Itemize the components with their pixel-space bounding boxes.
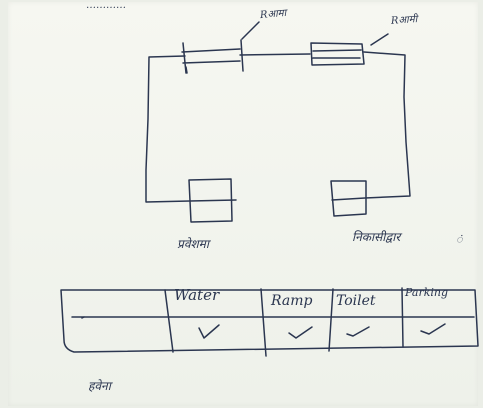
check-water bbox=[198, 324, 220, 339]
table-header-water: Water bbox=[174, 286, 220, 304]
entrance-label: प्रवेशमा bbox=[177, 237, 209, 251]
check-toilet bbox=[346, 326, 370, 337]
building-outline bbox=[145, 51, 411, 203]
check-ramp bbox=[288, 326, 313, 339]
table-header-parking: Parking bbox=[405, 286, 449, 299]
table-column-line-2 bbox=[260, 288, 267, 357]
check-parking bbox=[420, 323, 446, 335]
table-column-line-1 bbox=[164, 289, 174, 353]
right-symbol: ं bbox=[456, 233, 463, 246]
table-column-line-4 bbox=[401, 287, 404, 348]
bottom-note: हवेना bbox=[88, 379, 111, 393]
entrance-door bbox=[188, 178, 233, 223]
table-header-toilet: Toilet bbox=[336, 293, 376, 309]
table-header-ramp: Ramp bbox=[271, 293, 313, 309]
ramp-label-right: Rआमी bbox=[390, 14, 418, 27]
right-ramp bbox=[310, 42, 365, 66]
exit-door bbox=[330, 180, 367, 217]
table-outline bbox=[60, 289, 479, 353]
left-ramp bbox=[181, 39, 244, 74]
exit-label: निकासीद्वार bbox=[352, 230, 401, 244]
top-left-note: ………… bbox=[86, 0, 126, 11]
left-ramp-leader bbox=[241, 21, 260, 40]
table-column-line-3 bbox=[328, 288, 334, 352]
right-ramp-leader bbox=[370, 33, 389, 46]
table-dash bbox=[81, 316, 85, 319]
